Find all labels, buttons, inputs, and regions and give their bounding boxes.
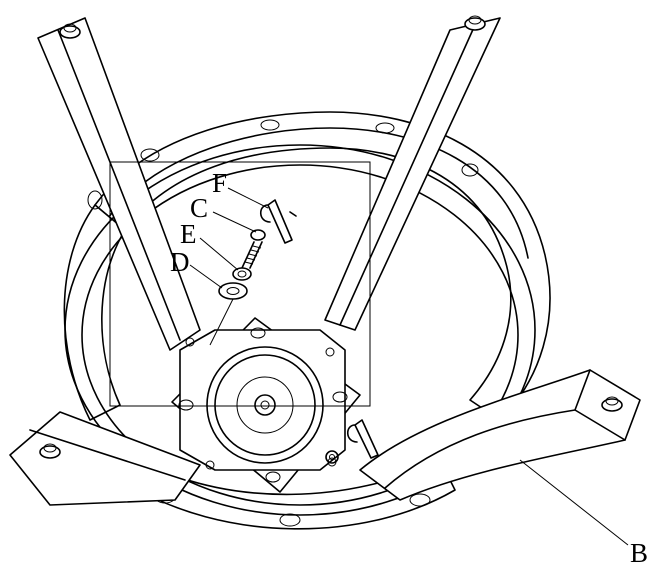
leg-top-left: [37, 17, 201, 351]
label-F: F: [212, 168, 227, 198]
washer-E: [232, 267, 252, 281]
allen-key-F: [259, 199, 297, 244]
allen-key-lower: [325, 419, 379, 464]
label-C: C: [190, 193, 208, 223]
swivel-plate: [171, 317, 361, 493]
leaders: [189, 187, 629, 546]
detail-box: [109, 161, 371, 407]
label-B: B: [630, 538, 648, 568]
leg-top-right: [324, 15, 501, 331]
bolt-C: [241, 229, 266, 269]
leg-B: [359, 369, 641, 501]
label-D: D: [170, 247, 190, 277]
leg-bottom-left: [9, 411, 201, 506]
washer-D: [209, 282, 248, 346]
seat-rim: [64, 144, 536, 516]
label-E: E: [180, 219, 197, 249]
